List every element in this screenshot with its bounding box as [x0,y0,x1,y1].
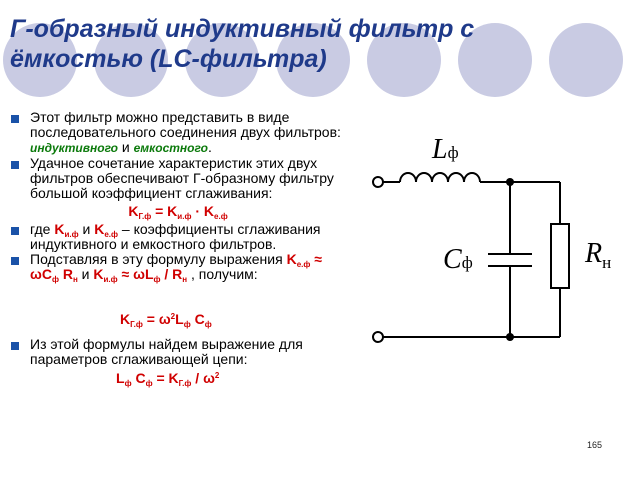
b4-d: K [93,266,104,282]
b3-rest: – коэффициенты сглаживания индуктивного … [30,221,321,252]
label-resistor: R [584,238,602,269]
label-capacitor-sub: ф [462,253,473,272]
bullet-square-icon [11,115,19,123]
b4-end: , получим: [187,266,258,282]
input-terminal-bottom [372,331,384,343]
b3-where: где [30,221,55,237]
b3-k1-sub: и.ф [64,230,79,239]
f2-eq: = ω [142,311,171,327]
f1-k-sub: Г.ф [138,212,152,221]
b4-and: и [77,266,94,282]
f1-dot: · [191,203,204,219]
svg-text:Rн: Rн [584,238,611,272]
b4-c: R [58,266,73,282]
label-inductor-sub: ф [448,143,459,162]
f3-l-sub: ф [124,379,132,388]
f3-sq: 2 [214,371,220,380]
formula-smoothing-result: KГ.ф = ω2Lф Cф [120,311,348,329]
f3-l: L [116,370,125,386]
f3-k-sub: Г.ф [178,379,192,388]
svg-text:Lф: Lф [431,134,459,165]
f2-k: K [120,311,131,327]
slide-title: Г-образный индуктивный фильтр с ёмкостью… [10,15,475,73]
f1-k3-sub: е.ф [214,212,228,221]
b4-d-sub: и.ф [103,275,118,284]
f2-c-sub: ф [204,320,212,329]
resistor-body [550,223,570,289]
bullet-square-icon [11,161,19,169]
bullet-square-icon [11,342,19,350]
f1-k2: K [167,203,178,219]
f1-eq: = [151,203,168,219]
junction-top [506,178,514,186]
svg-text:Cф: Cф [443,244,473,275]
inductor-coil [399,172,481,183]
b3-and: и [78,221,95,237]
b4-e-sub: ф [153,275,161,284]
input-terminal-top [372,176,384,188]
bullet-square-icon [11,227,19,235]
bullet-2: Удачное сочетание характеристик этих дву… [8,156,348,201]
bullet-4: Подставляя в эту формулу выражения Kе.ф … [8,251,348,284]
label-resistor-sub: н [602,253,611,272]
page-number: 165 [586,440,602,450]
decorative-circles [3,23,623,97]
f2-sq: 2 [170,312,176,321]
b4-b-sub: ф [51,275,59,284]
conj: и [118,139,134,155]
word-inductive: индуктивного [30,141,119,155]
f3-c: C [131,370,146,386]
label-capacitor: C [443,244,462,275]
period: . [207,139,212,155]
bullet-2-text: Удачное сочетание характеристик этих дву… [30,155,334,201]
b5-text: Из этой формулы найдем выражение для пар… [30,336,303,367]
f3-c-sub: ф [145,379,153,388]
word-capacitive: емкостного [133,141,208,155]
b4-f: / R [160,266,183,282]
f2-k-sub: Г.ф [130,320,143,329]
bullet-1-text: Этот фильтр можно представить в виде пос… [30,109,341,140]
bullet-5: Из этой формулы найдем выражение для пар… [8,337,348,367]
b4-c-sub: н [72,275,78,284]
f1-k: K [128,203,139,219]
formula-smoothing-product: KГ.ф = Kи.ф · Kе.ф [8,203,348,221]
junction-bottom [506,333,514,341]
b4-a: K [286,251,297,267]
f3-div: / ω [191,370,215,386]
bullet-3: где Kи.ф и Kе.ф – коэффициенты сглаживан… [8,222,348,252]
b3-k2-sub: е.ф [104,230,118,239]
b3-k2: K [94,221,105,237]
f2-l: L [175,311,184,327]
b3-k1: K [54,221,65,237]
b4-a-sub: е.ф [296,260,311,269]
slide-body: Этот фильтр можно представить в виде пос… [8,110,348,388]
lc-filter-circuit: Lф Cф Rн [372,134,611,343]
b4-b: ≈ ωC [30,251,322,282]
label-inductor: L [431,134,448,165]
formula-lc-product: Lф Cф = KГ.ф / ω2 [116,370,348,388]
b4-e: ≈ ωL [117,266,154,282]
f1-k2-sub: и.ф [177,212,192,221]
f1-k3: K [203,203,215,219]
bullet-square-icon [11,257,19,265]
bullet-1: Этот фильтр можно представить в виде пос… [8,110,348,156]
f3-eq: = K [152,370,179,386]
b4-f-sub: н [182,275,188,284]
f2-l-sub: ф [183,320,191,329]
f2-c: C [190,311,205,327]
b4-text: Подставляя в эту формулу выражения [30,251,287,267]
